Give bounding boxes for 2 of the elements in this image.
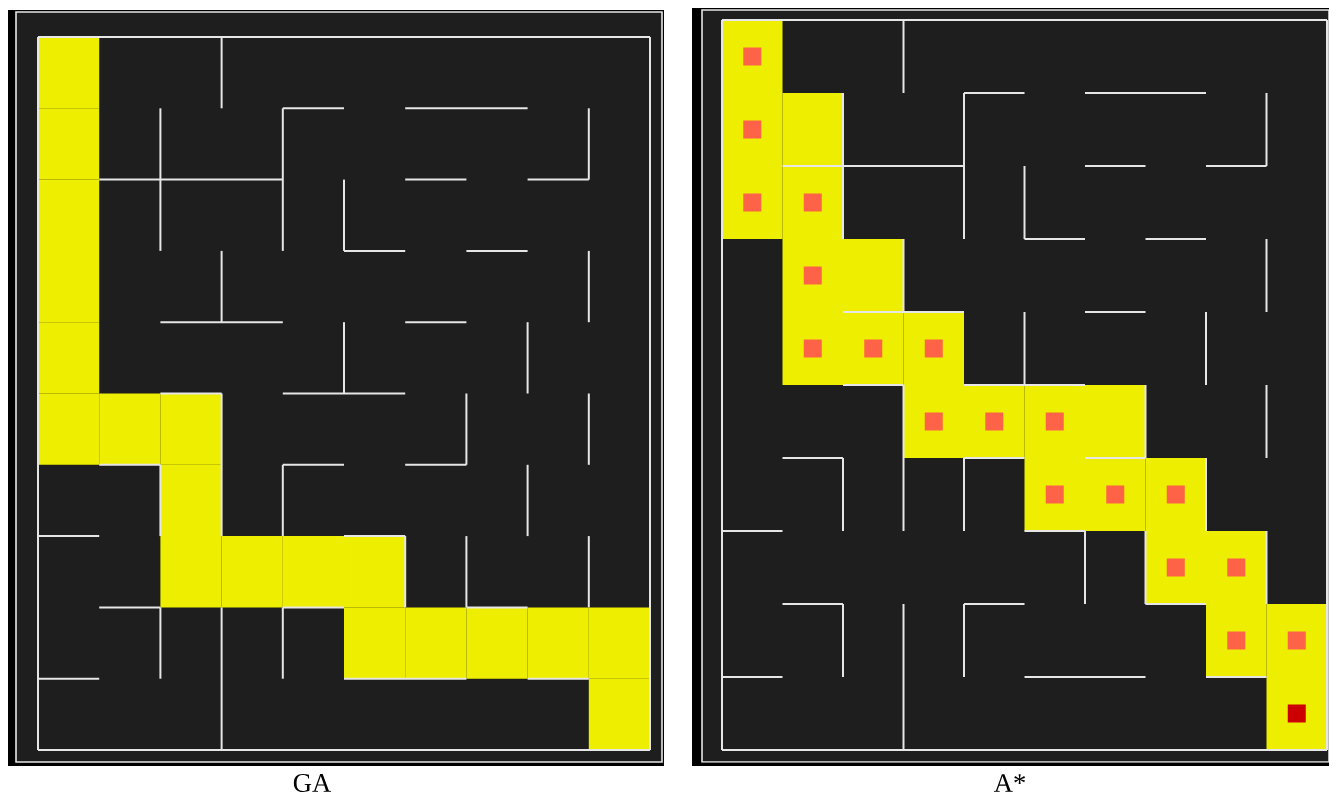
panel-label: GA: [293, 774, 332, 792]
panel-label: A*: [993, 774, 1025, 792]
